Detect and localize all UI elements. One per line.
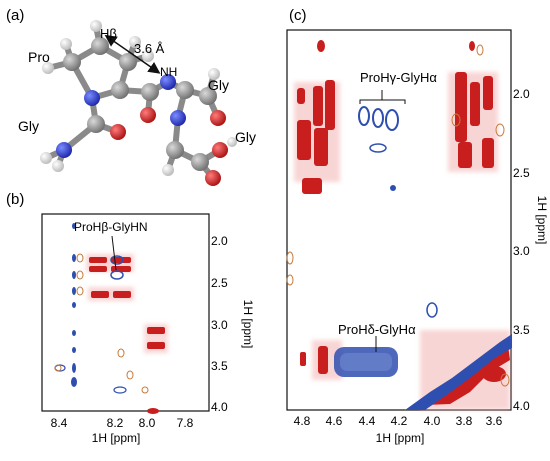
distance-arrow: [104, 34, 161, 74]
gly-label-right-top: Gly: [208, 77, 229, 93]
gly-label-right-bottom: Gly: [235, 129, 256, 145]
plot-b-y-tick: 3.5: [211, 359, 228, 373]
oxygen-atoms: [110, 107, 228, 186]
plot-c-peaks: [286, 40, 512, 410]
pro-label: Pro: [28, 49, 50, 65]
plot-c-x-tick: 3.6: [486, 414, 503, 428]
plot-b-y-tick: 4.0: [211, 400, 228, 414]
plot-c-y-tick: 3.0: [513, 244, 530, 258]
plot-b-x-axis-label: 1H [ppm]: [92, 431, 141, 445]
plot-c-x-tick: 3.8: [456, 414, 473, 428]
plot-c-y-tick: 2.5: [513, 166, 530, 180]
plot-b-y-tick: 2.0: [211, 234, 228, 248]
plot-b-x-tick: 8.0: [139, 416, 156, 430]
plot-c-blue-peaks: [334, 106, 512, 410]
plot-b-x-tick: 8.4: [51, 416, 68, 430]
panel-c: (c): [286, 7, 549, 445]
plot-c-x-tick: 4.2: [391, 414, 408, 428]
panel-c-label: (c): [289, 7, 307, 24]
hbeta-label: Hβ: [100, 26, 117, 41]
plot-b-x-tick: 8.2: [107, 416, 124, 430]
plot-c-x-axis: 4.8 4.6 4.4 4.2 4.0 3.8 3.6 1H [ppm]: [294, 414, 503, 445]
distance-label: 3.6 Å: [134, 41, 165, 56]
nh-label: NH: [160, 65, 177, 79]
plot-b-x-tick: 7.8: [177, 416, 194, 430]
plot-b-y-tick: 3.0: [211, 318, 228, 332]
plot-b-annotation-leader: [111, 235, 117, 271]
plot-b-x-axis: 8.4 8.2 8.0 7.8 1H [ppm]: [51, 416, 194, 445]
plot-b-faint-peaks: [54, 253, 149, 394]
plot-c-x-tick: 4.8: [294, 414, 311, 428]
plot-b-y-tick: 2.5: [211, 276, 228, 290]
carbon-atoms: [63, 37, 217, 171]
plot-b-peaks: [54, 223, 168, 414]
plot-c-y-axis-label: 1H [ppm]: [535, 196, 549, 245]
plot-c-x-tick: 4.4: [359, 414, 376, 428]
plot-c-x-tick: 4.6: [326, 414, 343, 428]
panel-a: (a): [6, 7, 256, 186]
plot-c-y-tick: 2.0: [513, 87, 530, 101]
plot-c-annotation-bottom: ProHδ-GlyHα: [338, 322, 416, 352]
molecule-model: [40, 20, 237, 186]
plot-b-frame: [41, 213, 210, 412]
plot-c-annotation-bottom-text: ProHδ-GlyHα: [338, 322, 416, 337]
plot-c-annotation-top: ProHγ-GlyHα: [359, 70, 437, 104]
panel-b: (b): [6, 191, 255, 445]
plot-b-blue-peaks: [54, 223, 127, 394]
nitrogen-atoms: [56, 74, 186, 158]
plot-c-y-tick: 4.0: [513, 399, 530, 413]
plot-b-y-axis: 2.0 2.5 3.0 3.5 4.0 1H [ppm]: [211, 234, 255, 414]
plot-b-y-axis-label: 1H [ppm]: [241, 300, 255, 349]
plot-c-x-axis-label: 1H [ppm]: [376, 431, 425, 445]
panel-b-label: (b): [6, 191, 24, 208]
plot-b-annotation: ProHβ-GlyHN: [74, 220, 148, 234]
molecule-bonds: [43, 23, 223, 181]
plot-c-annotation-top-text: ProHγ-GlyHα: [360, 70, 437, 85]
gly-label-left: Gly: [18, 118, 39, 134]
plot-c-y-tick: 3.5: [513, 323, 530, 337]
plot-c-y-axis: 2.0 2.5 3.0 3.5 4.0 1H [ppm]: [513, 87, 549, 413]
panel-a-label: (a): [6, 7, 24, 24]
plot-c-faint-peaks: [286, 44, 510, 387]
plot-c-x-tick: 4.0: [424, 414, 441, 428]
